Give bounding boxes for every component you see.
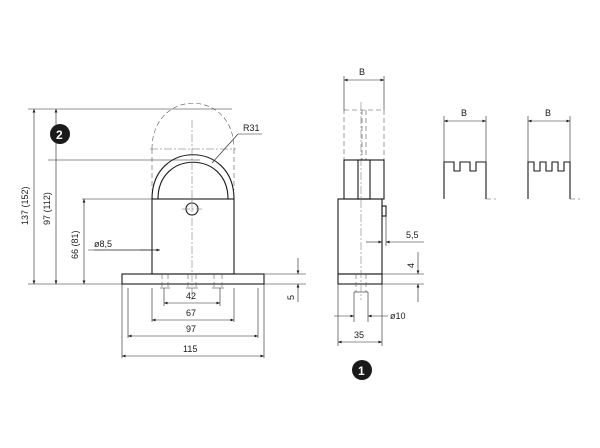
- base-side: [337, 273, 383, 285]
- dim-35: 35: [354, 330, 364, 340]
- variant-b: B: [527, 108, 580, 200]
- dim-r31: R31: [243, 123, 260, 133]
- side-view: B 5,5 4 ø10 35 1: [334, 67, 424, 380]
- callout-1: [352, 360, 372, 380]
- variant-a: B: [443, 108, 496, 200]
- dim-97-112: 97 (112): [42, 192, 52, 225]
- callout-1-label: 1: [358, 364, 365, 378]
- dim-d10: ø10: [390, 311, 406, 321]
- base-plate: [121, 273, 265, 285]
- body-side: [337, 198, 383, 275]
- callout-2-label: 2: [56, 128, 63, 142]
- dim-115: 115: [183, 344, 197, 354]
- dim-b-variant-a: B: [461, 108, 467, 118]
- wheel-extended-arc: [151, 103, 235, 150]
- dim-42: 42: [186, 291, 196, 301]
- dim-b-side: B: [359, 67, 365, 77]
- dim-d85: ø8,5: [94, 239, 112, 249]
- dim-b-variant-b: B: [545, 108, 551, 118]
- body-block: [151, 198, 235, 275]
- wheel-arc: [151, 154, 235, 200]
- dim-5-5: 5,5: [406, 230, 419, 240]
- dim-4: 4: [406, 263, 416, 268]
- dim-137: 137 (152): [20, 186, 30, 225]
- dim-67: 67: [186, 308, 196, 318]
- dim-66: 66 (81): [70, 230, 80, 259]
- front-view: R31 137 (152) 97 (112) 66 (81) ø8,5 2: [20, 103, 306, 358]
- dim-5: 5: [286, 295, 296, 300]
- callout-2: [50, 124, 70, 144]
- wheel-side: [343, 159, 385, 200]
- dim-97: 97: [186, 324, 196, 334]
